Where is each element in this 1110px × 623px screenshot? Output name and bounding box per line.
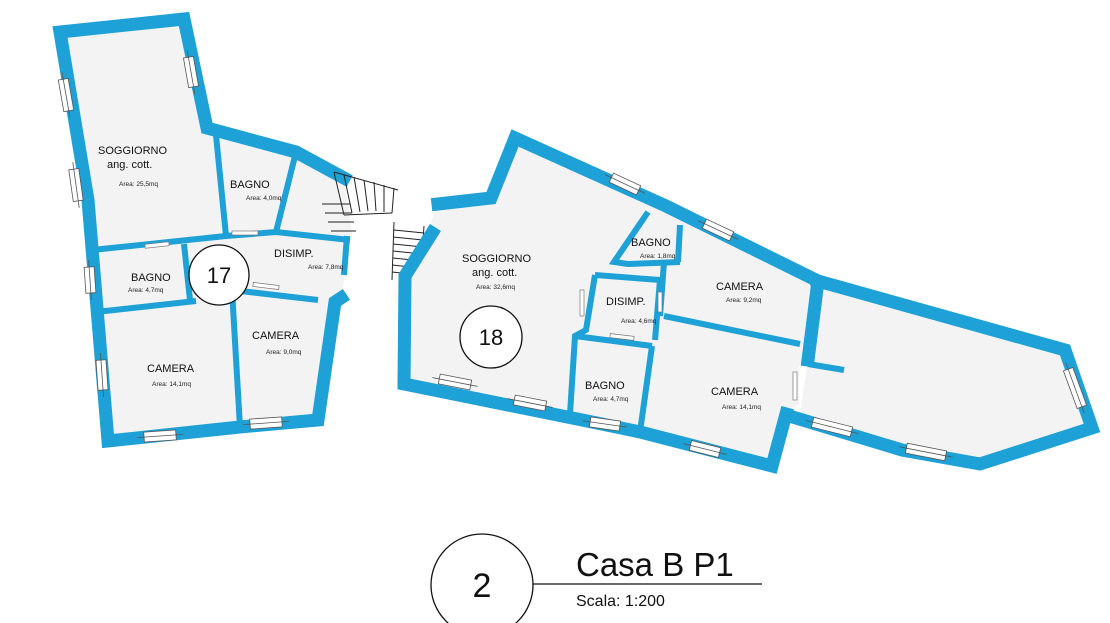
window xyxy=(137,429,183,443)
door xyxy=(144,241,170,249)
window xyxy=(183,50,199,94)
room-name-soggiorno-17: SOGGIORNO xyxy=(98,145,168,157)
window xyxy=(899,442,953,462)
room-area-soggiorno-17: Area: 25,5mq xyxy=(119,181,158,188)
window xyxy=(68,162,84,208)
window xyxy=(95,353,109,397)
room-area-bagno-18b: Area: 4,7mq xyxy=(593,396,629,403)
partition xyxy=(567,274,598,415)
partition xyxy=(181,243,193,301)
unit-number-17: 17 xyxy=(207,263,231,288)
partition xyxy=(675,224,683,263)
partition xyxy=(608,210,681,268)
door xyxy=(657,291,663,313)
window xyxy=(83,260,97,300)
room-name-soggiorno-18: SOGGIORNO xyxy=(462,253,532,265)
stair-upper xyxy=(322,171,399,232)
unit-18-floor xyxy=(404,138,818,466)
unit-17-floor xyxy=(60,19,352,441)
unit-tag-circle-17 xyxy=(188,244,250,306)
unit-17-outer-wall xyxy=(52,11,353,449)
terrace-stub xyxy=(807,361,845,373)
unit-number-18: 18 xyxy=(479,325,503,350)
window xyxy=(243,416,289,430)
partition xyxy=(663,313,801,347)
room-name-camera-18a: CAMERA xyxy=(716,281,764,293)
plan-title: Casa B P1 xyxy=(576,546,734,583)
unit-17: SOGGIORNO ang. cott. Area: 25,5mq BAGNO … xyxy=(52,11,353,449)
door xyxy=(792,371,798,401)
room-sub-soggiorno-18: ang. cott. xyxy=(472,267,517,279)
room-area-camera-17a: Area: 14,1mq xyxy=(152,381,191,388)
unit-18: SOGGIORNO ang. cott. Area: 32,6mq BAGNO … xyxy=(397,129,1101,474)
door xyxy=(252,282,280,290)
partition xyxy=(341,235,350,276)
partition xyxy=(229,289,243,428)
room-name-camera-18b: CAMERA xyxy=(711,386,759,398)
staircase xyxy=(322,171,425,283)
plan-scale: Scala: 1:200 xyxy=(576,593,665,610)
room-area-bagno-17b: Area: 4,7mq xyxy=(128,287,164,294)
room-area-bagno-17a: Area: 4,0mq xyxy=(246,195,282,202)
partition xyxy=(95,298,197,315)
window xyxy=(57,72,75,118)
room-area-camera-17b: Area: 9,0mq xyxy=(266,349,302,356)
room-name-bagno-18a: BAGNO xyxy=(631,237,671,249)
partition xyxy=(637,345,655,433)
unit-18-top-wall xyxy=(430,129,826,368)
plan-number-circle xyxy=(430,533,534,623)
room-name-bagno-17b: BAGNO xyxy=(131,272,171,284)
title-block: 2 Casa B P1 Scala: 1:200 xyxy=(430,533,762,623)
partition xyxy=(574,333,653,349)
room-area-bagno-18a: Area: 1,8mq xyxy=(640,253,676,260)
window xyxy=(432,373,478,391)
room-area-camera-18a: Area: 9,2mq xyxy=(726,297,762,304)
partition xyxy=(231,287,319,303)
window xyxy=(604,172,646,196)
window xyxy=(683,440,727,458)
room-name-camera-17b: CAMERA xyxy=(252,330,300,342)
door xyxy=(609,333,635,341)
room-area-disimp-17: Area: 7,8mq xyxy=(308,264,344,271)
room-name-disimp-17: DISIMP. xyxy=(274,248,314,260)
room-name-camera-17a: CAMERA xyxy=(147,363,195,375)
door xyxy=(579,289,585,317)
window xyxy=(1062,362,1088,414)
unit-18-terrace xyxy=(799,283,1092,464)
room-area-soggiorno-18: Area: 32,6mq xyxy=(476,284,515,291)
room-name-bagno-18b: BAGNO xyxy=(585,380,625,392)
door xyxy=(231,230,259,236)
partition xyxy=(594,272,661,283)
terrace-wall xyxy=(787,272,1101,471)
unit-tag-circle-18 xyxy=(459,305,523,369)
room-area-disimp-18: Area: 4,6mq xyxy=(621,318,657,325)
window xyxy=(697,218,739,242)
partition xyxy=(273,151,299,233)
room-sub-soggiorno-17: ang. cott. xyxy=(107,159,152,171)
room-name-disimp-18: DISIMP. xyxy=(606,296,646,308)
room-name-bagno-17a: BAGNO xyxy=(230,179,270,191)
window xyxy=(805,416,859,438)
room-area-camera-18b: Area: 14,1mq xyxy=(722,404,761,411)
window xyxy=(583,416,627,432)
partition xyxy=(213,134,229,237)
plan-number: 2 xyxy=(473,567,492,605)
window xyxy=(507,394,553,412)
